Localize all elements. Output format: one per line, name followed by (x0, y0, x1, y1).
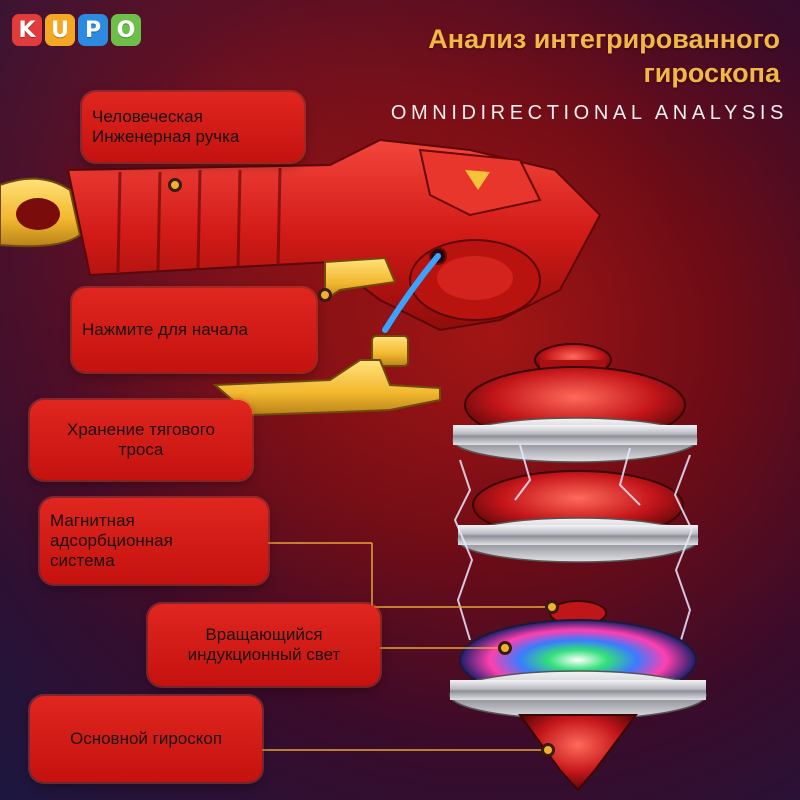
rip-cord (382, 253, 441, 333)
marker-dot-magnetic (545, 600, 559, 614)
label-cable: Хранение тягового троса (30, 400, 252, 480)
label-magnetic-line3: система (50, 551, 115, 570)
label-light-line2: индукционный свет (187, 645, 341, 664)
label-light: Вращающийся индукционный свет (148, 604, 380, 686)
kupo-logo: K U P O (12, 14, 141, 46)
label-magnetic-line2: адсорбционная (50, 531, 173, 550)
marker-dot-handle (168, 178, 182, 192)
label-cable-line2: троса (118, 440, 164, 459)
gyroscope-main (449, 600, 707, 792)
logo-letter-u: U (45, 14, 75, 46)
label-start-line1: Нажмите для начала (82, 320, 248, 339)
page-subtitle: OMNIDIRECTIONAL ANALYSIS (390, 102, 788, 124)
logo-letter-k: K (12, 14, 42, 46)
launcher-handle-hook (0, 177, 82, 248)
pull-handle (212, 335, 441, 417)
label-cable-line1: Хранение тягового (66, 420, 215, 439)
launcher-body (66, 138, 602, 332)
gyroscope-upper (452, 343, 698, 463)
page-title-line1: Анализ интегрированного (428, 24, 780, 54)
label-handle-line1: Человеческая (92, 107, 203, 126)
label-handle-line2: Инженерная ручка (92, 127, 240, 146)
label-light-line1: Вращающийся (205, 625, 323, 644)
marker-dot-light (498, 641, 512, 655)
label-magnetic: Магнитная адсорбционная система (40, 498, 268, 584)
logo-letter-p: P (78, 14, 108, 46)
label-magnetic-line1: Магнитная (50, 511, 135, 530)
marker-dot-start (318, 288, 332, 302)
page-title-line2: гироскопа (643, 58, 780, 88)
connector-lines (262, 542, 552, 751)
label-gyro-line1: Основной гироскоп (69, 729, 223, 748)
label-handle: Человеческая Инженерная ручка (82, 92, 304, 162)
page-title: Анализ интегрированного гироскопа (310, 22, 780, 90)
logo-letter-o: O (111, 14, 141, 46)
gyroscope-middle (457, 470, 699, 563)
marker-dot-gyro (541, 743, 555, 757)
label-gyro: Основной гироскоп (30, 696, 262, 782)
label-start: Нажмите для начала (72, 288, 316, 372)
